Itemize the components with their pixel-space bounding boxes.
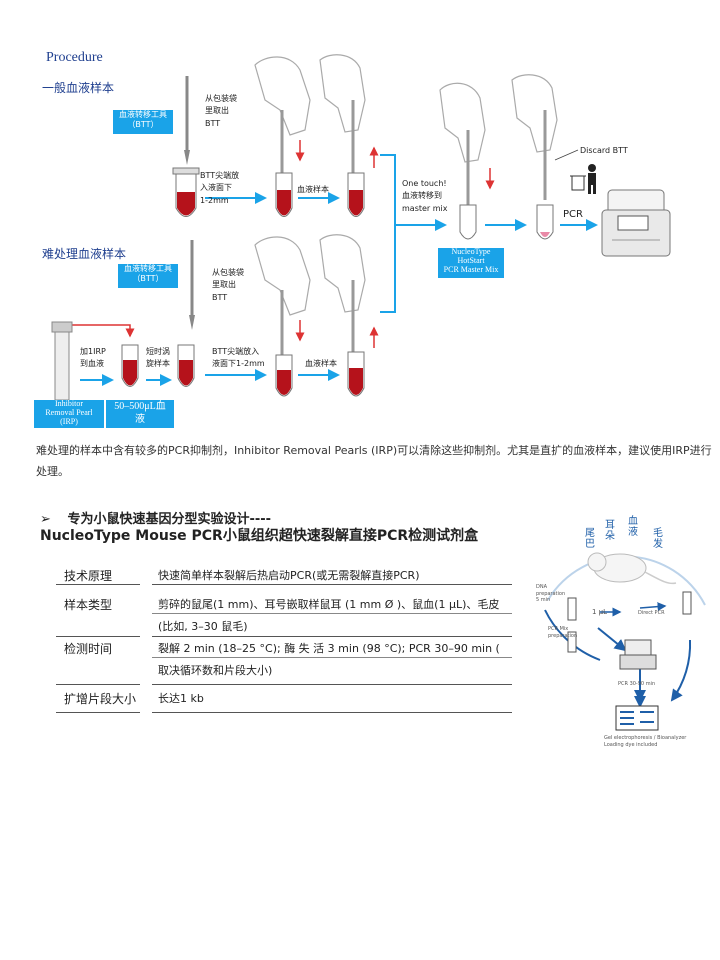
sample-hair-label: 毛发: [653, 528, 663, 550]
bullet-icon: ➢: [40, 512, 51, 527]
dip-btt-text: BTT尖端放入液面下1-2mm: [212, 347, 265, 369]
sample-blood-label: 血液: [628, 516, 638, 538]
table-divider: [152, 712, 512, 713]
table-divider: [56, 712, 140, 713]
table-divider: [152, 613, 512, 614]
table-divider: [152, 657, 512, 658]
table-divider: [152, 636, 512, 637]
irp-tube-icon: [51, 321, 73, 401]
note-paragraph: 难处理的样本中含有较多的PCR抑制剂，Inhibitor Removal Pea…: [36, 444, 712, 478]
person-icon: [588, 164, 596, 194]
mastermix-tube-icon: [459, 204, 554, 240]
table-row-value: 快速简单样本裂解后热启动PCR(或无需裂解直接PCR): [158, 569, 420, 582]
pcr-time-label: PCR 30-90 min: [618, 681, 656, 687]
sample-ear-label: 耳朵: [605, 520, 615, 542]
table-divider: [56, 684, 140, 685]
discard-btt-text: Discard BTT: [580, 146, 628, 155]
tube-icon: [567, 591, 692, 653]
table-row-value: 取决循环数和片段大小): [158, 664, 273, 677]
table-row-label: 样本类型: [64, 598, 113, 612]
table-divider: [56, 584, 140, 585]
volume-box: 50–500μL血液: [106, 400, 174, 428]
product-subtitle: ➢ 专为小鼠快速基因分型实验设计----: [40, 512, 272, 527]
flow-arrow-icon: [80, 154, 598, 386]
table-row-value: 长达1 kb: [158, 692, 204, 705]
vortex-text: 短时涡旋样本: [146, 347, 170, 369]
pcr-machine-icon: [601, 189, 671, 257]
gel-icon: [615, 705, 659, 731]
table-row-label: 检测时间: [64, 642, 113, 656]
table-divider: [56, 636, 140, 637]
btt-tool-icon: [189, 240, 195, 330]
blood-tube-icon: [121, 167, 365, 397]
pcr-machine-icon: [619, 639, 657, 670]
procedure-title: Procedure: [46, 50, 103, 65]
btt-tool-icon: [184, 76, 190, 165]
red-arrow-icon: [70, 140, 495, 348]
hand-icon: [254, 54, 558, 316]
table-row-value: 裂解 2 min (18–25 °C); 酶 失 活 3 min (98 °C)…: [158, 642, 500, 655]
btt-label-box: 血液转移工具（BTT）: [113, 110, 173, 134]
pcr-text: PCR: [563, 209, 583, 220]
table-row-value: 剪碎的鼠尾(1 mm)、耳号嵌取样鼠耳 (1 mm Ø )、鼠血(1 μL)、毛…: [158, 598, 500, 611]
general-sample-label: 一般血液样本: [42, 81, 115, 95]
btt-pipette-icon: [280, 100, 547, 360]
sample-tail-label: 尾巴: [585, 528, 595, 550]
table-divider: [152, 584, 512, 585]
trash-icon: [570, 175, 586, 191]
table-row-label: 扩增片段大小: [64, 692, 137, 706]
difficult-sample-label: 难处理血液样本: [42, 247, 127, 261]
product-title: NucleoType Mouse PCR小鼠组织超快速裂解直接PCR检测试剂盒: [40, 528, 479, 544]
mouse-icon: [587, 552, 677, 585]
table-divider: [152, 684, 512, 685]
one-ul-label: 1 μL: [592, 608, 608, 616]
btt-label-box: 血液转移工具（BTT）: [118, 264, 178, 288]
direct-pcr-label: Direct PCR: [638, 610, 665, 616]
blood-sample-text: 血液样本: [305, 359, 337, 368]
table-row-label: 技术原理: [64, 569, 113, 583]
blood-sample-text: 血液样本: [297, 185, 329, 194]
table-row-value: (比如, 3–30 鼠毛): [158, 620, 248, 633]
procedure-diagram: [51, 54, 671, 401]
